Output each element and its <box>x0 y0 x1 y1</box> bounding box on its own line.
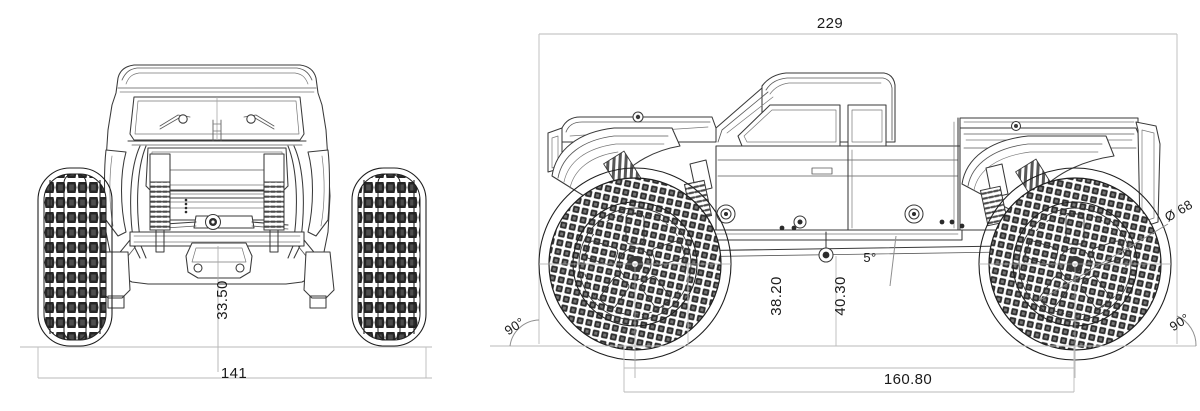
chassis-rake-label: 5° <box>863 250 876 265</box>
chassis-rake-dimension: 5° <box>863 235 897 287</box>
front-view-dimensions: 141 33.50 <box>20 246 432 382</box>
front-width-dimension-label: 141 <box>221 365 247 382</box>
side-front-fender <box>551 127 681 207</box>
side-front-wheel <box>538 167 732 378</box>
departure-angle-label: 90° <box>1167 310 1193 334</box>
front-wipers <box>159 114 275 130</box>
front-view-group: 141 33.50 <box>20 64 432 382</box>
front-fender-flares <box>103 149 331 237</box>
front-shocks <box>149 153 285 253</box>
front-left-tire <box>37 167 113 347</box>
wheelbase-dimension: 160.80 <box>623 346 1075 393</box>
front-ride-height-label: 38.20 <box>768 276 785 316</box>
rear-ride-height-label: 40.30 <box>832 276 849 316</box>
tire-diameter-label: Ø 68 <box>1162 197 1195 225</box>
side-ride-height-dimensions: 38.20 40.30 <box>687 256 849 346</box>
side-view-group: 229 <box>490 15 1197 393</box>
front-height-dimension-label: 33.50 <box>214 280 231 320</box>
side-rear-wheel <box>978 167 1172 378</box>
front-right-tire <box>351 167 427 347</box>
wheelbase-label: 160.80 <box>884 371 932 388</box>
approach-angle-label: 90° <box>502 314 528 338</box>
front-chassis-assembly <box>99 153 335 309</box>
side-overall-length-label: 229 <box>817 15 843 32</box>
side-overall-length-dimension: 229 <box>538 15 1178 344</box>
